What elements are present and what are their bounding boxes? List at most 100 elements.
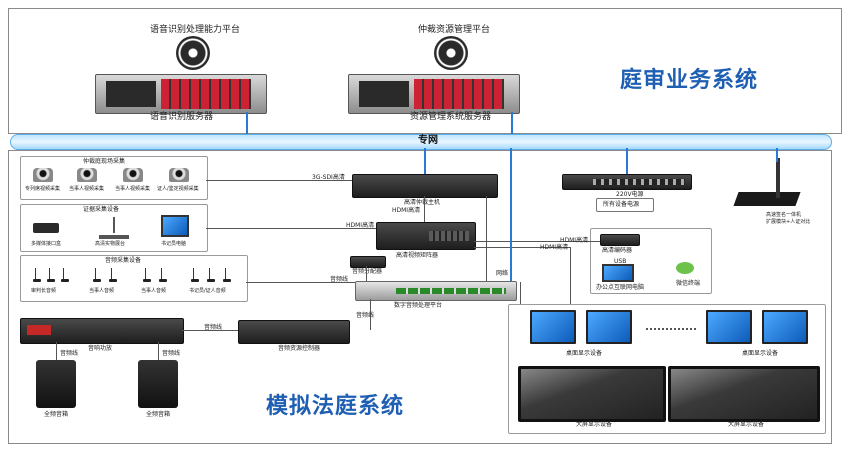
signature-terminal-icon [733, 152, 801, 208]
microphone-icon [223, 268, 231, 282]
desk-monitor [762, 310, 808, 344]
wire-label: 音频线 [356, 312, 375, 319]
resource-platform-title: 仲裁资源管理平台 [418, 25, 491, 35]
audio-processor-label: 数字音频处理平台 [394, 302, 443, 309]
video-matrix [376, 222, 476, 250]
video-matrix-label: 高清视频矩阵器 [396, 252, 439, 259]
interface-box-icon [33, 223, 59, 233]
resource-server-label: 资源管理系统服务器 [410, 112, 492, 122]
large-display-label: 大屏显示设备 [728, 421, 765, 428]
desk-monitor [586, 310, 632, 344]
desk-display-label: 桌面显示设备 [566, 350, 603, 357]
connector-line [182, 330, 238, 331]
camera-label: 当事人视频采集 [69, 186, 105, 192]
connector-line [486, 196, 487, 281]
wire-label: 音频线 [330, 276, 349, 283]
camera-icon [169, 168, 189, 182]
wire-label: 音频线 [204, 324, 223, 331]
resource-server [348, 74, 520, 114]
connector-line [158, 342, 159, 360]
microphone-icon [143, 268, 151, 282]
desk-display-label: 桌面显示设备 [742, 350, 779, 357]
desk-monitor [530, 310, 576, 344]
evidence-label: 高清实物展台 [95, 241, 126, 247]
resource-disc-icon [434, 36, 468, 70]
large-display [668, 366, 820, 422]
speech-platform-title: 语音识别处理能力平台 [150, 25, 241, 35]
speech-server-label: 语音识别服务器 [150, 112, 214, 122]
evidence-label: 多媒体接口盒 [31, 241, 62, 247]
left-speaker-label: 全频音箱 [44, 411, 69, 418]
connector-line [206, 180, 352, 181]
clerk-pc-icon [161, 215, 189, 237]
audio-splitter [350, 256, 386, 268]
business-system-title: 庭审业务系统 [620, 68, 759, 93]
audio-mixer-label: 音频资源控制器 [278, 345, 321, 352]
connector-line [570, 247, 571, 304]
resource-uplink [511, 112, 513, 136]
wechat-label: 微信终端 [676, 280, 701, 287]
court-host [352, 174, 498, 198]
connector-line [520, 282, 521, 304]
network-drop [424, 148, 426, 174]
camera-icon [77, 168, 97, 182]
audio-group-title: 音频采集设备 [105, 257, 142, 264]
right-speaker [138, 360, 178, 408]
wire-label: 3G-SDI高清 [312, 174, 345, 181]
microphone-icon [93, 268, 101, 282]
mock-court-title: 模拟法庭系统 [266, 394, 405, 419]
network-drop [626, 148, 628, 174]
power-sequencer [562, 174, 692, 190]
wire-label: 音频线 [60, 350, 79, 357]
microphone-icon [191, 268, 199, 282]
connector-line [246, 282, 355, 283]
microphone-icon [47, 268, 55, 282]
audio-processor [355, 281, 517, 301]
power-note-box [596, 198, 654, 212]
document-camera-icon [99, 217, 129, 239]
power-note-label: 所有设备电源 [603, 201, 640, 208]
camera-icon [33, 168, 53, 182]
camera-label: 专列席视频采集 [25, 186, 61, 192]
microphone-icon [109, 268, 117, 282]
monitor-ellipsis [646, 328, 696, 331]
wire-label: HDMI高清 [560, 237, 589, 244]
wire-label: 音频线 [162, 350, 181, 357]
network-label: 专网 [418, 135, 438, 146]
usb-label: USB [614, 258, 627, 265]
left-speaker [36, 360, 76, 408]
right-speaker-label: 全频音箱 [146, 411, 171, 418]
private-network-bar [10, 134, 832, 150]
microphone-icon [207, 268, 215, 282]
audio-label: 审判长音频 [31, 288, 57, 294]
wire-label: HDMI高清 [346, 222, 375, 229]
speech-server [95, 74, 267, 114]
audio-group: 音频采集设备 审判长音频 当事人音频 当事人音频 书记员/证人音频 [20, 255, 248, 302]
evidence-group: 证据采集设备 多媒体接口盒 高清实物展台 书记员电脑 [20, 204, 208, 252]
camera-label: 当事人视频采集 [115, 186, 151, 192]
evidence-label: 书记员电脑 [161, 241, 187, 247]
network-drop [510, 148, 512, 281]
hdmi-encoder [600, 234, 640, 246]
desk-monitor [706, 310, 752, 344]
court-host-label: 高清仲裁主机 [404, 199, 441, 206]
connector-line [366, 266, 367, 281]
audio-label: 当事人音频 [89, 288, 115, 294]
hdmi-encoder-label: 高清编码器 [602, 247, 633, 254]
office-pc-icon [602, 264, 634, 282]
connector-line [56, 342, 57, 360]
audio-label: 书记员/证人音频 [189, 288, 226, 294]
audio-label: 当事人音频 [141, 288, 167, 294]
camera-group-title: 仲裁庭现场采集 [83, 158, 126, 165]
camera-icon [123, 168, 143, 182]
signature-terminal-label: 高速签名一体机 扩展模块+人证对比 [766, 212, 811, 225]
wire-label: HDMI高清 [392, 207, 421, 214]
connector-line [370, 299, 371, 330]
microphone-icon [61, 268, 69, 282]
speech-uplink [246, 112, 248, 136]
office-pc-label: 办公点互联网电脑 [596, 284, 645, 291]
connector-line [424, 196, 425, 222]
camera-label: 证人/鉴定视频采集 [157, 186, 199, 192]
connector-line [474, 241, 600, 242]
camera-group: 仲裁庭现场采集 专列席视频采集 当事人视频采集 当事人视频采集 证人/鉴定视频采… [20, 156, 208, 200]
